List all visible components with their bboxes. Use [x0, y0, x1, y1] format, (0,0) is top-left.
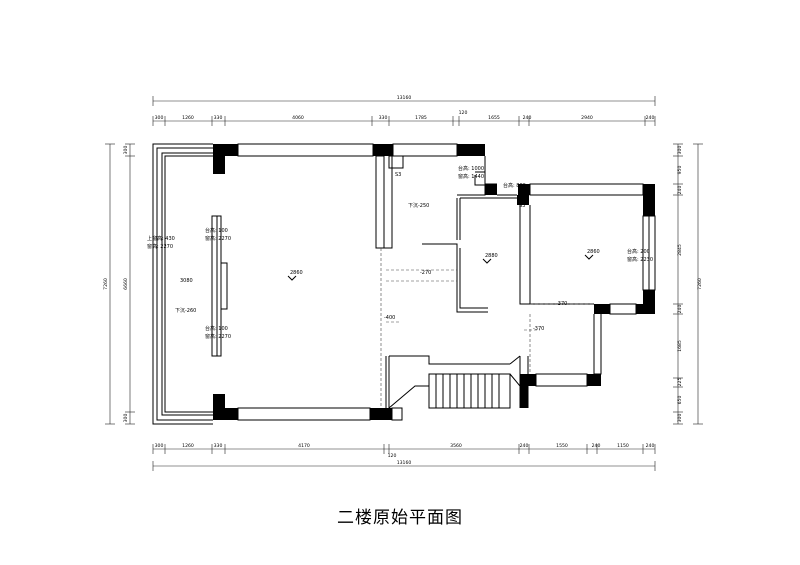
dim-right-6: 1685: [677, 340, 683, 352]
dim-bottom-10: 1150: [617, 443, 629, 449]
label-window-height-2270-c: 窗高: 2270: [205, 333, 231, 340]
dim-top-2: 1260: [182, 115, 194, 121]
dim-right-8: 650: [677, 396, 683, 405]
label-sill-100-a: 台高: 100: [205, 227, 228, 234]
dim-left-inner: 6660: [123, 278, 129, 290]
dim-right-2: 950: [677, 166, 683, 175]
label-sill-100-b: 台高: 100: [205, 325, 228, 332]
label-sill-880: 台高: 880: [503, 182, 526, 189]
walls: [152, 143, 656, 425]
dim-top-6: 1785: [415, 115, 427, 121]
label-window-height-1440: 窗高: 1440: [458, 173, 484, 180]
label-window-height-2230: 窗高: 2230: [627, 256, 653, 263]
label-sill-1000: 台高: 1000: [458, 165, 484, 172]
dim-left-2: 300: [123, 414, 129, 423]
label-step-270: -270: [420, 270, 431, 276]
annotations: 上窗高: 430 窗高: 2270 台高: 100 窗高: 2270 台高: 1…: [147, 165, 653, 340]
dim-bottom-total: 13160: [397, 460, 412, 466]
dim-bottom-1: 300: [155, 443, 164, 449]
dim-top-5: 330: [379, 115, 388, 121]
dim-top-8: 1655: [488, 115, 500, 121]
label-upper-window-height: 上窗高: 430: [147, 235, 175, 242]
dim-left-1: 300: [123, 146, 129, 155]
label-drop-260: 下沉-260: [175, 307, 196, 314]
dim-top-total: 13160: [397, 95, 412, 101]
label-width-3080: 3080: [180, 278, 193, 284]
dim-bottom-9: 240: [592, 443, 601, 449]
bottom-dimensions: 300 1260 330 4170 120 3560 240 1550 240 …: [152, 443, 656, 471]
label-drop-250: 下沉-250: [408, 202, 429, 209]
dim-right-1: 300: [677, 146, 683, 155]
dim-top-3: 330: [214, 115, 223, 121]
dim-bottom-7: 240: [520, 443, 529, 449]
dim-top-7: 120: [459, 110, 468, 116]
level-change-lines: [380, 248, 594, 408]
label-ceiling-2860-main: 2860: [290, 270, 303, 276]
dim-top-4: 4060: [292, 115, 304, 121]
dim-bottom-6: 3560: [450, 443, 462, 449]
dim-left-total: 7260: [103, 278, 109, 290]
left-dimensions: 7260 300 6660 300: [103, 143, 135, 425]
dim-top-1: 300: [155, 115, 164, 121]
dim-top-10: 2940: [581, 115, 593, 121]
label-step-370-b: -370: [533, 326, 544, 332]
dim-right-total: 7260: [697, 278, 703, 290]
dim-top-11: 240: [646, 115, 655, 121]
dim-bottom-11: 240: [646, 443, 655, 449]
dim-right-5: 240: [677, 305, 683, 314]
right-dimensions: 300 950 240 2845 240 1685 225 650 300 72…: [673, 143, 703, 425]
elevation-markers: [287, 254, 594, 281]
dim-bottom-2: 1260: [182, 443, 194, 449]
dim-right-9: 300: [677, 414, 683, 423]
dim-right-3: 240: [677, 186, 683, 195]
top-dimensions: 13160 300 1260 330 4060 330 1785 120 165…: [152, 95, 656, 126]
dim-bottom-5: 120: [388, 453, 397, 459]
dim-bottom-3: 330: [214, 443, 223, 449]
dim-bottom-8: 1550: [556, 443, 568, 449]
label-s-mark-a: S3: [395, 172, 401, 178]
dim-right-7: 225: [677, 378, 683, 387]
label-sill-200: 台高: 200: [627, 248, 650, 255]
label-ceiling-2880: 2880: [485, 253, 498, 259]
label-step-370-a: -370: [556, 301, 567, 307]
label-ceiling-2860-right: 2860: [587, 249, 600, 255]
dim-bottom-4: 4170: [298, 443, 310, 449]
drawing-title: 二楼原始平面图: [337, 508, 463, 528]
dim-top-9: 240: [523, 115, 532, 121]
label-step-400: -400: [384, 315, 395, 321]
dim-right-4: 2845: [677, 244, 683, 256]
label-window-height-2270: 窗高: 2270: [147, 243, 173, 250]
label-window-height-2270-b: 窗高: 2270: [205, 235, 231, 242]
label-s-mark-b: S3: [519, 203, 525, 209]
